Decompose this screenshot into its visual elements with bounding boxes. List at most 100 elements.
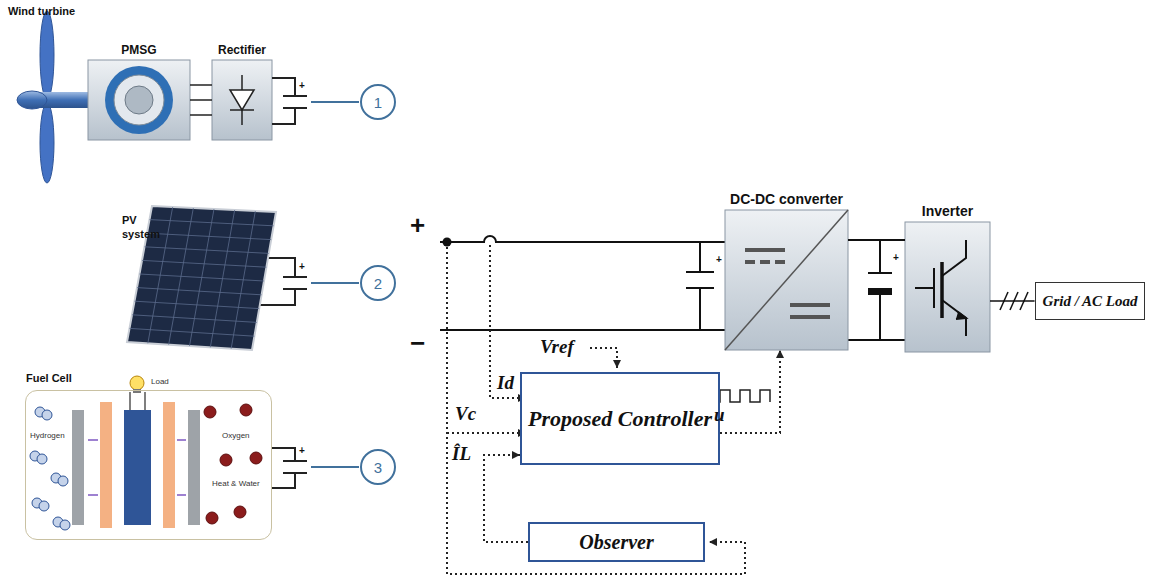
fuel-cell-illustration [37,454,47,464]
signal-line [447,245,745,574]
fuel-cell-illustration [220,454,232,466]
generator-symbol [88,60,190,140]
node-caption: Rectifier [218,43,266,57]
generator-symbol [114,75,164,125]
node-caption: PMSG [121,43,156,57]
converter-symbol [790,315,830,319]
generator-wires [190,85,212,115]
leader-line [311,101,359,103]
dc-bus [686,242,714,330]
node-label: 1 [374,94,382,111]
fuel-cell-illustration [39,501,49,511]
signal-line [447,247,745,574]
pv-panel [137,288,262,295]
signal-connector [484,455,528,542]
inverter-symbol [905,222,990,352]
generator-box: PMSG [88,60,190,140]
fuel-cell-illustration [204,404,262,524]
pv-panel [127,206,276,350]
signal-line [590,348,617,368]
title-label: PV system [122,214,172,242]
leader-line [311,102,359,467]
pv-panel [127,206,276,350]
fuel-cell-illustration [250,452,262,464]
observer-box: Observer [528,522,705,562]
pv-panel [140,274,265,281]
signal-label: ÎL [452,443,471,465]
node-caption: Fuel Cell [26,372,72,384]
power-connector [190,99,212,101]
fuel-cell-illustration [206,512,218,524]
fuel-cell-illustration [88,494,98,496]
signal-line [447,432,526,434]
signal-label: Vref [540,336,574,358]
rectifier-symbol [230,109,254,111]
fuel-cell-illustration [88,440,186,495]
generator-wires [190,114,212,116]
fuel-cell-illustration [204,406,216,418]
fuel-cell-illustration [240,404,252,416]
generator-wires [190,84,212,86]
dc-bus [868,240,892,340]
grid-load-box: Grid / AC Load [1035,282,1146,320]
capacitor-symbol [260,78,307,488]
polarity-mark: + [893,252,899,263]
inverter-symbol [905,222,990,352]
inverter-symbol [915,268,934,308]
inverter-box: Inverter [905,222,990,352]
dc-bus [848,339,905,341]
fuel-cell-illustration [88,439,98,441]
converter-box: DC-DC converter [725,210,848,350]
node-caption: Hydrogen [30,431,65,440]
converter-symbol [725,210,848,350]
rectifier-symbol [212,60,272,140]
signal-label: u [714,404,725,426]
node-caption: Load [151,377,169,386]
fuel-cell-illustration [163,402,175,528]
leader-line [311,466,359,468]
inverter-symbol [940,262,944,318]
node-label: 3 [374,459,382,476]
fuel-cell-illustration [60,520,70,530]
polarity-mark: + [299,80,305,91]
node-caption: DC-DC converter [730,191,843,207]
polarity-mark: + [410,210,425,241]
generator-symbol [105,66,173,134]
fuel-cell-illustration [130,376,144,390]
fuel-cell-illustration [30,407,70,530]
fuel-cell-illustration [130,392,145,410]
rectifier-symbol [230,90,254,110]
converter-symbol [745,248,785,252]
converter-symbol [725,210,848,350]
polarity-mark: + [716,254,722,265]
rectifier-box: Rectifier [212,60,272,140]
capacitor-plate [868,288,892,295]
fuel-cell-panel: Fuel CellLoadHydrogenOxygenHeat & Water [25,390,272,540]
callout-circle: 3 [360,449,396,485]
signal-label: Id [497,372,514,394]
signal-label: Vc [455,403,476,425]
fuel-cell-illustration [30,376,262,530]
converter-symbol [745,260,785,264]
callout-circle: 1 [360,84,396,120]
node-label: Proposed Controller [528,406,712,432]
node-label: Observer [579,531,653,554]
fuel-cell-illustration [177,439,186,441]
generator-symbol [125,86,153,114]
wind-turbine [17,91,47,109]
fuel-cell-illustration [58,476,68,486]
pv-panel [130,328,255,336]
fuel-cell-illustration [177,494,186,496]
wind-turbine [40,11,54,99]
generator-symbol [88,60,190,140]
title-label: Wind turbine [8,5,75,17]
capacitor-symbol [272,78,307,124]
polarity-mark: + [299,445,305,456]
fuel-cell-illustration [100,402,112,528]
pv-panel [132,315,257,323]
callout-circle: 2 [360,265,396,301]
node-caption: Oxygen [222,431,250,440]
rectifier-symbol [212,60,272,140]
pv-panel [135,301,260,308]
